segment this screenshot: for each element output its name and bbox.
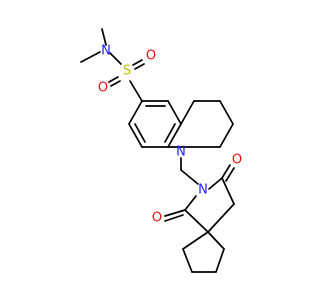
atom-label-o-sulfonyl-right: O: [146, 49, 156, 64]
bond-cp4-spiro: [182, 231, 209, 250]
bond-s-c6: [129, 80, 143, 102]
bond-c3-c4: [221, 177, 235, 205]
atom-label-o-carbonyl-left: O: [152, 211, 162, 226]
atom-label-n-quinoline: N: [176, 145, 186, 160]
bond-c1-nim: [184, 195, 197, 211]
bond-methyl2-n: [80, 51, 101, 63]
bond-c5-c4a: [167, 100, 182, 125]
atom-label-n-sulfonamide: N: [101, 44, 111, 59]
bond-spiro-cp1: [207, 231, 225, 250]
bond-c8-c7: [128, 123, 143, 148]
bond-s-o-left-b: [110, 80, 121, 87]
bond-cp1-cp2: [215, 248, 225, 273]
atom-label-s-sulfonyl: S: [123, 64, 131, 79]
bond-ch2-nim: [180, 169, 199, 185]
bond-methyl1-n: [101, 28, 107, 46]
bond-n-s: [109, 52, 122, 65]
bond-s-o-right-b: [134, 63, 145, 70]
bond-c8-c7-inner: [134, 123, 146, 143]
bond-c5-c1: [184, 209, 209, 233]
atom-label-o-sulfonyl-left: O: [98, 81, 108, 96]
atom-label-o-carbonyl-top: O: [232, 153, 242, 168]
bond-c1-o-a: [164, 209, 186, 217]
bond-c1-o-b: [164, 214, 184, 222]
bond-c4a-c8a: [167, 123, 182, 148]
bond-c7-c6: [128, 100, 143, 125]
bond-c3-o-a: [221, 164, 231, 179]
bond-c2-n1: [219, 123, 234, 148]
bond-cp3-cp4: [182, 248, 193, 273]
bond-c4a-c4: [180, 100, 195, 125]
bond-c4a-c8a-inner: [164, 123, 176, 143]
atom-label-n-imide: N: [198, 183, 208, 198]
structure-drawing: N S O O N N O O: [80, 28, 242, 273]
molecule-diagram: N S O O N N O O: [80, 28, 243, 273]
bond-s-o-left-a: [108, 76, 119, 83]
bond-nim-c3: [208, 177, 223, 190]
bond-s-o-right-a: [132, 59, 143, 66]
bond-c3-c2: [219, 100, 234, 125]
bond-c4-c5: [207, 203, 235, 233]
bond-c3-o-b: [225, 167, 235, 182]
